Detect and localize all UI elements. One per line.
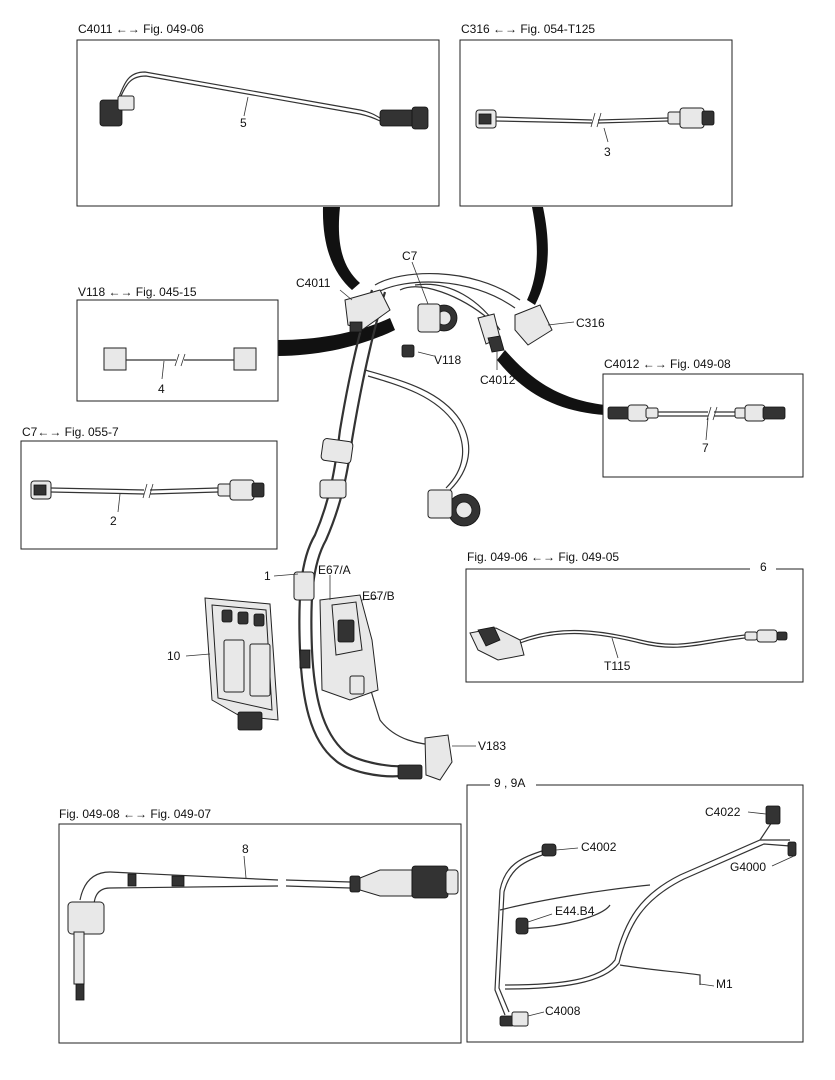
c4022-label: C4022: [705, 805, 741, 819]
panel-5-header: C4011 ←→ Fig. 049-06: [78, 22, 204, 36]
main-harness: [293, 272, 553, 781]
connector-v118: [401, 344, 415, 358]
panel-4-header: V118 ←→ Fig. 045-15: [78, 285, 197, 299]
panel-item-2: C7←→ Fig. 055-7 2: [20, 425, 278, 550]
connector-7-right: [762, 406, 786, 420]
fuse-box-10: [204, 597, 279, 731]
item-6-label: 6: [760, 560, 767, 574]
panel-6-header: Fig. 049-06 ←→ Fig. 049-05: [467, 550, 619, 564]
swoosh-c4012: [497, 350, 605, 415]
v183-label: V183: [478, 739, 506, 753]
main-labels: C7 C4011 C316 V118 C4012 1 E67/A E67/B 1…: [167, 249, 605, 753]
c7-label: C7: [402, 249, 418, 263]
panel-item-3: C316 ←→ Fig. 054-T125 3: [459, 22, 733, 207]
item-2-label: 2: [110, 514, 117, 528]
c4012-label: C4012: [480, 373, 516, 387]
item-1-label: 1: [264, 569, 271, 583]
t115-label: T115: [604, 659, 631, 673]
panel-2-header: C7←→ Fig. 055-7: [22, 425, 119, 439]
connector-5-right: [379, 109, 415, 127]
panel-item-4: V118 ←→ Fig. 045-15 4: [76, 285, 279, 402]
item-10-label: 10: [167, 649, 181, 663]
m1-label: M1: [716, 977, 733, 991]
connector-2-right: [229, 479, 255, 501]
c316-label: C316: [576, 316, 605, 330]
connector-7-left: [607, 406, 631, 420]
panel-7-frame: [602, 373, 804, 478]
cable-5: [99, 71, 429, 130]
connector-4-right: [233, 347, 257, 371]
panel-item-9: 9 , 9A C4022 C4002 G4000 E44.B4 M1 C40: [466, 776, 804, 1043]
harness-9: [494, 805, 797, 1027]
connector-4-left: [103, 347, 127, 371]
connector-v183: [424, 734, 453, 781]
connector-5-left: [99, 99, 123, 127]
item-5-label: 5: [240, 116, 247, 130]
panel-5-frame: [76, 39, 440, 207]
sensor-8-nut: [67, 901, 105, 935]
e67a-label: E67/A: [318, 563, 351, 577]
connector-c4022: [765, 805, 781, 825]
item-9-label: 9 , 9A: [494, 776, 525, 790]
panel-7-header: C4012 ←→ Fig. 049-08: [604, 357, 731, 371]
c4011-label: C4011: [296, 276, 331, 290]
panel-8-frame: [58, 823, 462, 1044]
swoosh-c4011: [322, 207, 360, 290]
panel-item-8: Fig. 049-08 ←→ Fig. 049-07 8: [58, 807, 462, 1044]
cable-3: [475, 107, 715, 129]
g4000-label: G4000: [730, 860, 766, 874]
c4002-label: C4002: [581, 840, 617, 854]
connector-3-right: [679, 107, 705, 129]
sensor-t115: [469, 626, 788, 661]
panel-6-frame: [465, 568, 804, 683]
item-3-label: 3: [604, 145, 611, 159]
ground-g4000: [787, 841, 797, 857]
panel-9-frame: [466, 784, 804, 1043]
panel-3-header: C316 ←→ Fig. 054-T125: [461, 22, 595, 36]
sensor-8-connector: [411, 865, 449, 899]
panel-item-5: C4011 ←→ Fig. 049-06 5: [76, 22, 440, 207]
e44b4-label: E44.B4: [555, 904, 595, 918]
item-8-label: 8: [242, 842, 249, 856]
sensor-8: [67, 865, 459, 1001]
connector-c316: [514, 304, 553, 346]
connector-c4011: [344, 289, 391, 331]
swoosh-c316: [527, 207, 548, 305]
item-7-label: 7: [702, 441, 709, 455]
panel-item-7: C4012 ←→ Fig. 049-08 7: [602, 357, 804, 478]
c4008-label: C4008: [545, 1004, 581, 1018]
connector-c4002: [541, 843, 557, 857]
connector-e44b4: [515, 917, 529, 935]
e67b-label: E67/B: [362, 589, 395, 603]
swoosh-v118: [278, 318, 395, 356]
v118-label: V118: [434, 353, 461, 367]
panel-item-6: Fig. 049-06 ←→ Fig. 049-05 6 T115: [465, 550, 804, 683]
item-4-label: 4: [158, 382, 165, 396]
panel-8-header: Fig. 049-08 ←→ Fig. 049-07: [59, 807, 211, 821]
